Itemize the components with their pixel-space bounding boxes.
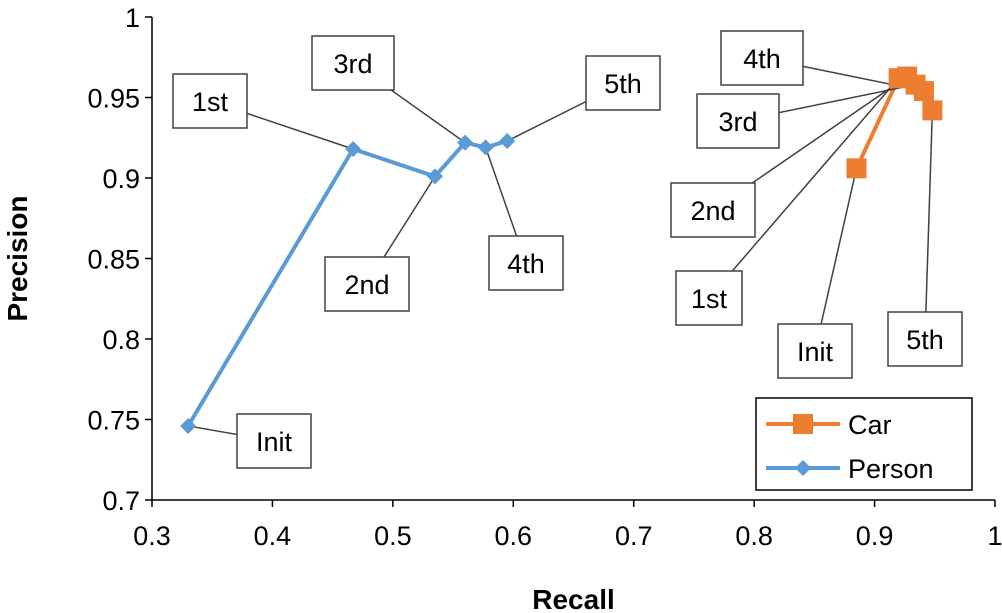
- annotation-person-1st: 1st: [172, 73, 354, 150]
- annotation-box: [172, 73, 248, 129]
- annotation-box: [236, 413, 312, 469]
- y-tick-label: 0.85: [87, 245, 140, 275]
- y-tick-label: 0.8: [102, 325, 140, 355]
- x-tick-label: 0.9: [856, 521, 894, 551]
- annotation-label: 3rd: [718, 107, 757, 137]
- annotation-person-5th: 5th: [506, 55, 661, 142]
- annotation-box: [670, 182, 756, 238]
- y-tick-label: 0.95: [87, 84, 140, 114]
- annotation-box: [720, 30, 804, 86]
- x-tick-label: 0.6: [495, 521, 533, 551]
- legend-marker-car: [793, 414, 813, 434]
- annotation-box: [887, 311, 963, 367]
- point-car-4th: [913, 81, 934, 102]
- point-person-2nd: [427, 168, 444, 185]
- x-tick-label: 0.3: [133, 521, 171, 551]
- annotation-car-1st: 1st: [675, 77, 900, 326]
- annotation-box: [777, 323, 853, 379]
- annotation-label: Init: [797, 337, 834, 367]
- y-axis-title: Precision: [2, 195, 33, 321]
- y-tick-label: 0.7: [102, 486, 140, 516]
- annotation-label: 4th: [743, 44, 781, 74]
- y-tick-label: 0.75: [87, 406, 140, 436]
- annotation-car-5th: 5th: [887, 110, 963, 367]
- annotation-box: [585, 55, 661, 111]
- x-tick-label: 0.4: [254, 521, 292, 551]
- annotation-label: 3rd: [333, 49, 372, 79]
- annotation-box: [488, 235, 564, 291]
- y-tick-label: 1: [125, 3, 140, 33]
- annotation-box: [324, 256, 410, 312]
- y-tick-label: 0.9: [102, 164, 140, 194]
- annotation-person-3rd: 3rd: [311, 35, 466, 144]
- legend-marker-person: [795, 460, 811, 476]
- annotation-person-2nd: 2nd: [324, 175, 436, 312]
- x-tick-label: 0.8: [735, 521, 773, 551]
- legend-box: [755, 397, 973, 491]
- annotation-leader: [924, 110, 934, 340]
- annotation-label: 2nd: [690, 196, 735, 226]
- annotation-label: Init: [256, 427, 293, 457]
- annotation-label: 5th: [604, 69, 642, 99]
- point-person-1st: [345, 141, 362, 158]
- annotation-label: 1st: [192, 87, 229, 117]
- point-person-5th: [499, 132, 516, 149]
- annotation-person-init: Init: [187, 413, 312, 469]
- annotation-box: [311, 35, 395, 91]
- legend-label-car: Car: [848, 410, 892, 440]
- annotation-person-4th: 4th: [484, 147, 564, 291]
- annotation-box: [675, 270, 743, 326]
- point-person-init: [180, 417, 197, 434]
- legend-label-person: Person: [848, 454, 934, 484]
- x-tick-label: 0.5: [374, 521, 412, 551]
- x-tick-label: 1: [987, 521, 1002, 551]
- x-axis-title: Recall: [532, 584, 615, 613]
- annotation-label: 2nd: [344, 270, 389, 300]
- point-person-3rd: [457, 134, 474, 151]
- annotation-car-init: Init: [777, 168, 858, 379]
- point-person-4th: [477, 139, 494, 156]
- annotation-leader: [814, 168, 858, 352]
- point-car-5th: [922, 100, 943, 121]
- annotation-label: 4th: [507, 249, 545, 279]
- point-car-init: [846, 158, 867, 179]
- x-tick-label: 0.7: [615, 521, 653, 551]
- annotation-label: 5th: [906, 325, 944, 355]
- annotation-leader: [708, 77, 900, 299]
- annotation-car-3rd: 3rd: [696, 83, 916, 149]
- annotation-car-4th: 4th: [720, 30, 925, 92]
- annotation-label: 1st: [691, 284, 728, 314]
- annotation-car-2nd: 2nd: [670, 75, 908, 238]
- annotation-box: [696, 93, 780, 149]
